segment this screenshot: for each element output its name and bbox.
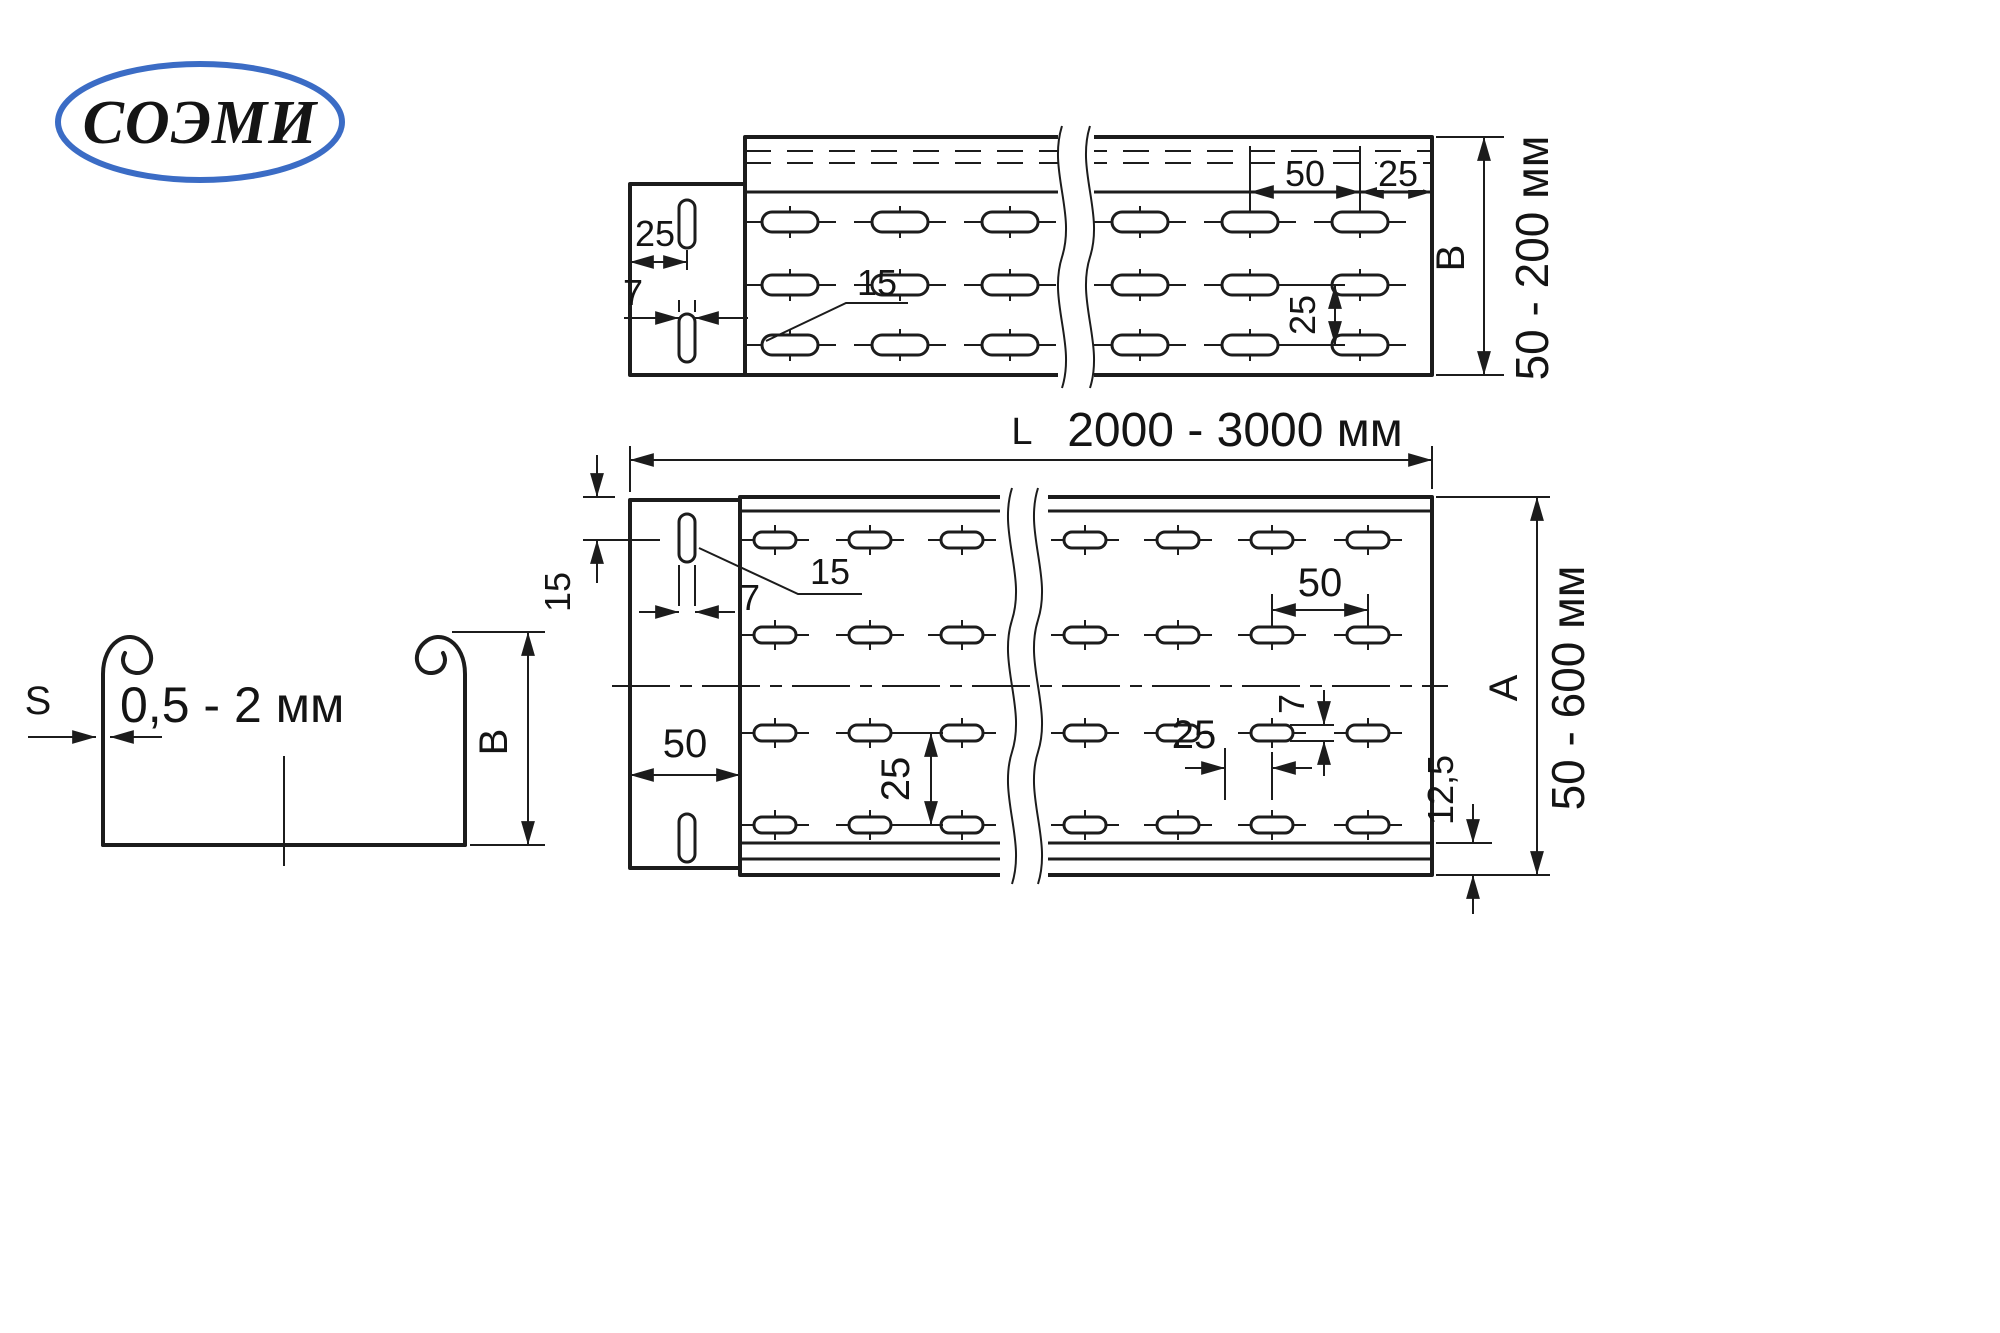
sv-height-range-label: 50 - 200 мм xyxy=(1506,136,1558,381)
thickness-symbol-label: S xyxy=(25,679,52,723)
label-bg xyxy=(1281,158,1329,190)
pv-end-offset-label: 15 xyxy=(537,572,578,612)
cross-section-view: S 0,5 - 2 мм B xyxy=(25,631,545,866)
logo-text: СОЭМИ xyxy=(83,89,319,157)
break-mask xyxy=(1058,124,1094,388)
pv-edge-width-label: 12,5 xyxy=(1420,755,1461,825)
pv-slot-width-label: 7 xyxy=(1271,694,1312,714)
break-line xyxy=(1032,487,1044,885)
tab-slot xyxy=(677,512,697,564)
side-view: 50 25 25 7 15 25 B 50 - 200 мм xyxy=(623,124,1558,389)
break-line xyxy=(1057,125,1067,389)
tab-slot xyxy=(677,312,697,364)
tab-slot xyxy=(677,198,697,250)
sv-slot-pitch-label: 50 xyxy=(1285,153,1325,194)
pv-tabslot-length-leader xyxy=(698,547,862,595)
pv-length-symbol-label: L xyxy=(1011,411,1032,453)
pv-width-symbol-label: A xyxy=(1482,674,1526,701)
soemi-logo: СОЭМИ xyxy=(55,61,345,183)
pv-tab-width-label: 50 xyxy=(663,722,708,766)
pv-width-range-label: 50 - 600 мм xyxy=(1542,566,1594,811)
section-right-wall-curl xyxy=(414,635,467,847)
plan-view: L 2000 - 3000 мм xyxy=(537,404,1594,914)
pv-row-pitch-label: 25 xyxy=(874,757,918,802)
pv-tab-slot-length-label: 15 xyxy=(810,551,850,592)
pv-length-range-label: 2000 - 3000 мм xyxy=(1067,404,1403,457)
thickness-value-label: 0,5 - 2 мм xyxy=(120,677,344,733)
sv-slot-width-label: 7 xyxy=(623,272,643,313)
tab-slot xyxy=(677,812,697,864)
sv-edge-offset-label: 25 xyxy=(1378,153,1418,194)
pv-half-pitch-label: 25 xyxy=(1172,713,1217,757)
label-bg xyxy=(1377,158,1423,190)
pv-column-pitch-label: 50 xyxy=(1298,561,1343,605)
sv-slot-length-label: 15 xyxy=(857,262,897,303)
sv-slot-length-leader xyxy=(765,302,908,342)
break-line xyxy=(1085,125,1095,389)
sv-row-pitch-label: 25 xyxy=(1282,295,1323,335)
sv-tab-offset-label: 25 xyxy=(635,213,675,254)
logo-ellipse xyxy=(55,61,345,183)
section-left-wall-curl xyxy=(101,635,154,847)
sv-height-symbol-label: B xyxy=(1429,245,1473,272)
pv-tab-slot-width-label: 7 xyxy=(740,577,760,618)
section-height-label: B xyxy=(472,729,516,756)
